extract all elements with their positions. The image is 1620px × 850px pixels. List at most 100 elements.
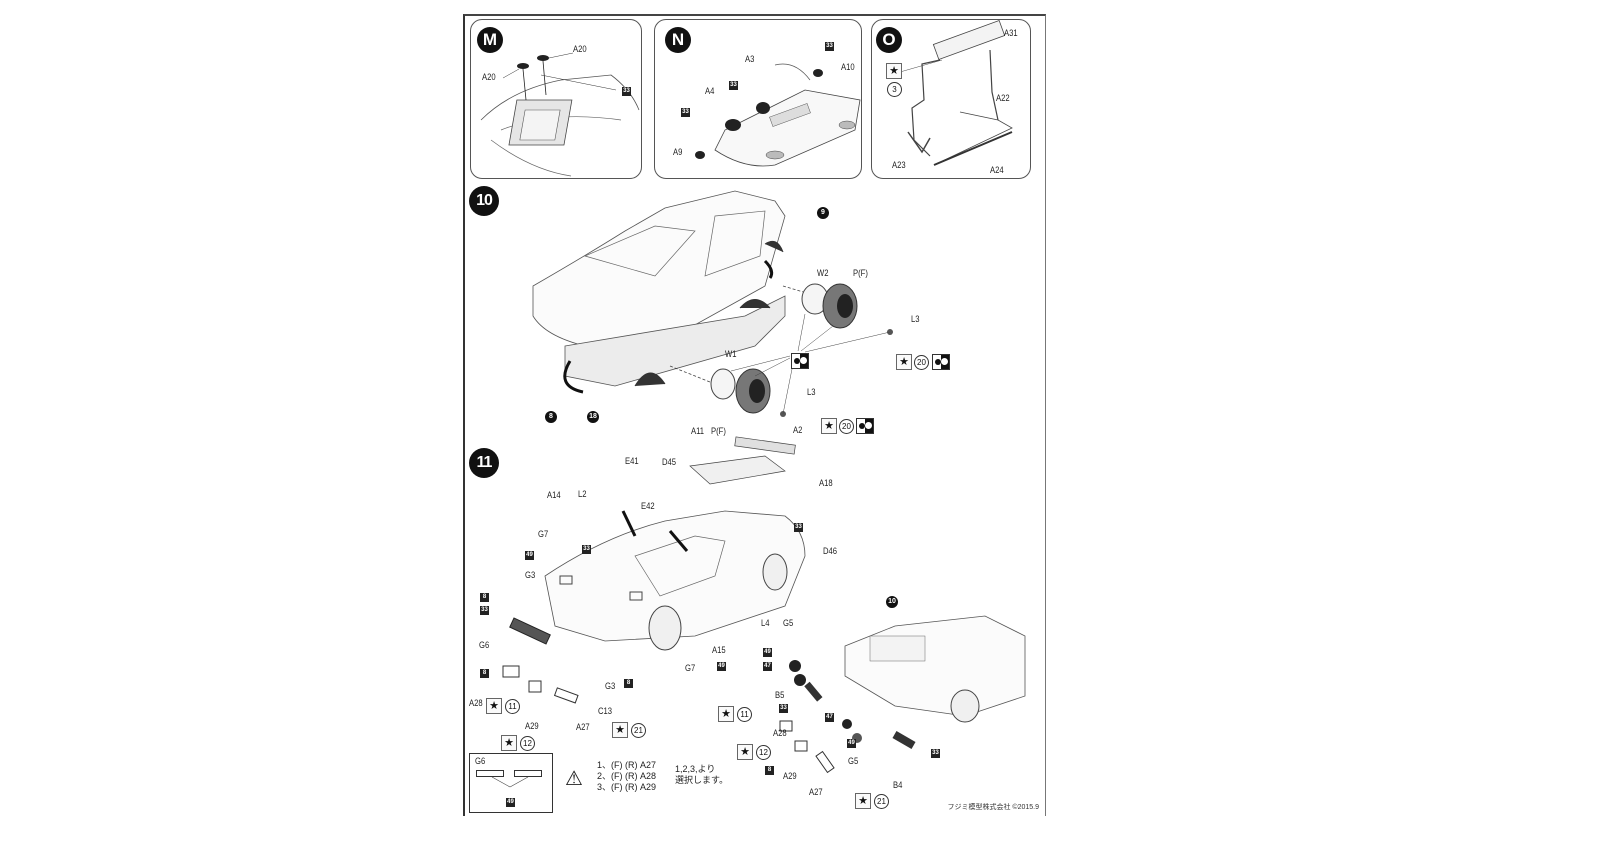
- decal-number: 21: [874, 794, 889, 809]
- part-label: W2: [817, 268, 829, 278]
- paint-code: 47: [825, 713, 834, 722]
- ref-step-9: 9: [817, 207, 829, 219]
- decal-star-box: ★: [886, 63, 902, 79]
- decal-number: 11: [505, 699, 520, 714]
- step-badge-10: 10: [469, 186, 499, 216]
- decal-number: 21: [631, 723, 646, 738]
- legend-lines: [491, 776, 529, 788]
- part-label: G7: [538, 529, 549, 539]
- part-label: A28: [773, 728, 787, 738]
- legend-part-shape: [514, 770, 542, 777]
- paint-code: 8: [624, 679, 633, 688]
- choice-text-line: 選択します。: [675, 775, 729, 785]
- part-label: A20: [482, 72, 496, 82]
- part-label: L2: [578, 489, 587, 499]
- part-label: L3: [807, 387, 816, 397]
- choice-instruction: 1,2,3,より 選択します。: [675, 764, 728, 786]
- decal-number: 20: [839, 419, 854, 434]
- part-label: A4: [705, 86, 715, 96]
- part-label: A27: [576, 722, 590, 732]
- paint-code: 8: [765, 766, 774, 775]
- step10-car-drawing: [532, 190, 893, 417]
- part-label: D45: [662, 457, 677, 467]
- step-badge-o: O: [876, 27, 902, 53]
- paint-code: 33: [480, 606, 489, 615]
- decal-star-box: ★: [855, 793, 871, 809]
- paint-code: 33: [729, 81, 738, 90]
- part-label: B4: [893, 780, 903, 790]
- part-label: A10: [841, 62, 855, 72]
- decal-star-box: ★: [737, 744, 753, 760]
- choice-line: 1、(F) (R) A27: [597, 760, 657, 770]
- part-label: E42: [641, 501, 655, 511]
- choice-line: 3、(F) (R) A29: [597, 782, 657, 792]
- color-swatch: [791, 353, 809, 369]
- paint-code: 33: [622, 87, 631, 96]
- decal-star-box: ★: [821, 418, 837, 434]
- part-label: A23: [892, 160, 906, 170]
- ref-step-10: 10: [886, 596, 898, 608]
- ref-step-18: 18: [587, 411, 599, 423]
- step-badge-n: N: [665, 27, 691, 53]
- stand-drawing: [899, 20, 1013, 166]
- paint-code: 49: [763, 648, 772, 657]
- paint-code: 33: [931, 749, 940, 758]
- part-label: G3: [525, 570, 536, 580]
- paint-code: 33: [582, 545, 591, 554]
- choice-list: 1、(F) (R) A27 2、(F) (R) A28 3、(F) (R) A2…: [597, 760, 656, 793]
- color-swatch: [932, 354, 950, 370]
- panel-o: O ★ 3 A31 A22 A23 A24: [871, 19, 1031, 179]
- color-swatch: [856, 418, 874, 434]
- front-bumper-drawing: [695, 63, 861, 167]
- step11-drawing: [502, 436, 1026, 774]
- choice-line: 2、(F) (R) A28: [597, 771, 657, 781]
- part-label: L3: [911, 314, 920, 324]
- part-label: D46: [823, 546, 838, 556]
- part-label: L4: [761, 618, 770, 628]
- paint-code: 49: [717, 662, 726, 671]
- part-label: P(F): [711, 426, 726, 436]
- decal-star-box: ★: [896, 354, 912, 370]
- paint-code: 47: [763, 662, 772, 671]
- part-label: A24: [990, 165, 1004, 175]
- step-badge-m: M: [477, 27, 503, 53]
- paint-code: 8: [480, 669, 489, 678]
- part-label: A29: [525, 721, 539, 731]
- panel-m: M A20 A20 33: [470, 19, 642, 179]
- part-label: A2: [793, 425, 803, 435]
- part-label: G5: [848, 756, 859, 766]
- warning-icon: ⚠: [565, 768, 583, 790]
- step-badge-11: 11: [469, 448, 499, 478]
- part-label: A11: [691, 426, 705, 436]
- part-label: A22: [996, 93, 1010, 103]
- part-label: A20: [573, 44, 587, 54]
- part-label: A15: [712, 645, 726, 655]
- paint-code: 33: [825, 42, 834, 51]
- part-label: C13: [598, 706, 613, 716]
- part-label: W1: [725, 349, 737, 359]
- paint-code: 49: [847, 739, 856, 748]
- part-label: A14: [547, 490, 561, 500]
- decal-number: 3: [887, 82, 902, 97]
- part-label: A9: [673, 147, 683, 157]
- paint-code: 49: [525, 551, 534, 560]
- paint-code: 8: [480, 593, 489, 602]
- part-label: A31: [1004, 28, 1018, 38]
- paint-code: 33: [779, 704, 788, 713]
- decal-number: 12: [520, 736, 535, 751]
- decal-star-box: ★: [486, 698, 502, 714]
- legend-box: G6 49: [469, 753, 553, 813]
- hood-vent-drawing: [480, 52, 640, 177]
- paint-code: 33: [681, 108, 690, 117]
- legend-part-shape: [476, 770, 504, 777]
- decal-number: 11: [737, 707, 752, 722]
- decal-star-box: ★: [501, 735, 517, 751]
- part-label: A27: [809, 787, 823, 797]
- decal-number: 12: [756, 745, 771, 760]
- choice-text-line: 1,2,3,より: [675, 764, 716, 774]
- part-label: G6: [479, 640, 490, 650]
- part-label: E41: [625, 456, 639, 466]
- decal-number: 20: [914, 355, 929, 370]
- panel-n: N A3 A4 A9 A10 33 33 33: [654, 19, 862, 179]
- paint-code: 33: [794, 523, 803, 532]
